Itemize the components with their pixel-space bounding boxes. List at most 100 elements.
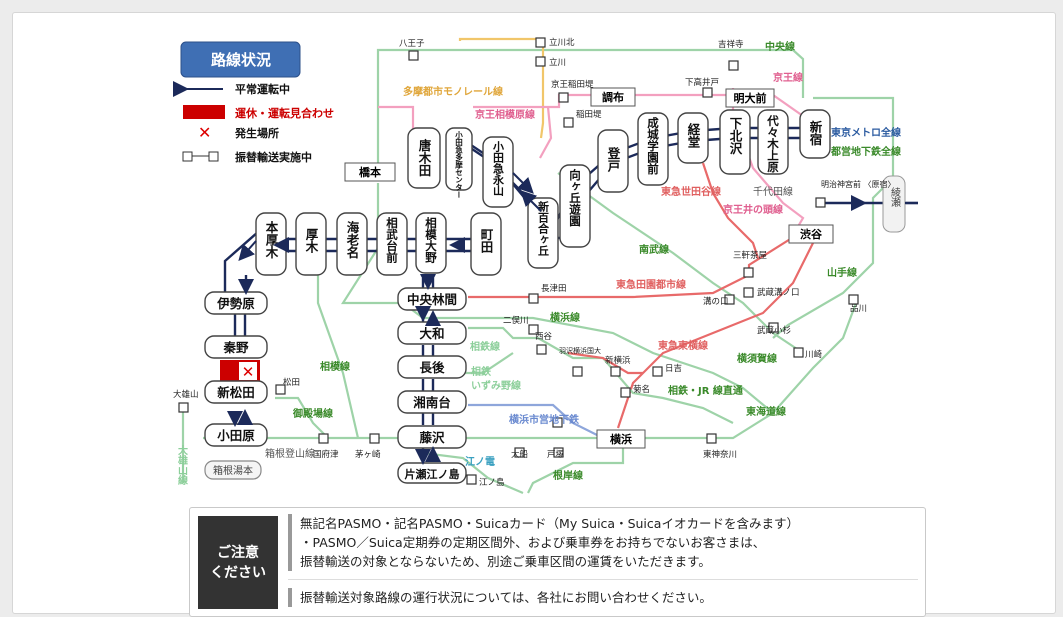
svg-text:成城学園前: 成城学園前 (646, 116, 660, 175)
station-hakoneyumoto[interactable]: 箱根湯本 (204, 460, 262, 480)
svg-text:東急東横線: 東急東横線 (658, 339, 708, 352)
svg-text:町田: 町田 (479, 228, 494, 254)
station-katasenoshima[interactable]: 片瀬江ノ島 (397, 462, 467, 484)
svg-text:小田原: 小田原 (216, 428, 255, 443)
notice-badge-line2: ください (210, 564, 266, 581)
svg-text:伊勢原: 伊勢原 (216, 296, 255, 311)
station-yokohama[interactable]: 横浜 (596, 429, 646, 449)
station-odawara[interactable]: 小田原 (204, 423, 268, 447)
station-yamato[interactable]: 大和 (397, 321, 467, 345)
station-shinmatsuda[interactable]: 新松田 (204, 380, 268, 404)
station-mukogaokayuen[interactable]: 向ヶ丘遊園 (559, 164, 591, 248)
incident-x-icon: ✕ (198, 123, 211, 142)
station-shinjuku[interactable]: 新宿 (799, 109, 831, 159)
notice-text: 無記名PASMO・記名PASMO・Suicaカード（My Suica・Suica… (288, 514, 926, 571)
legend-normal: 平常運転中 (173, 81, 290, 97)
svg-text:横須賀線: 横須賀線 (737, 352, 777, 365)
station-atsugi[interactable]: 厚木 (295, 212, 327, 276)
svg-text:京王井の頭線: 京王井の頭線 (723, 203, 783, 216)
svg-text:八王子: 八王子 (399, 39, 425, 49)
svg-text:根岸線: 根岸線 (553, 469, 583, 482)
station-machida[interactable]: 町田 (470, 212, 502, 276)
svg-text:向ヶ丘遊園: 向ヶ丘遊園 (568, 168, 582, 227)
svg-text:東急田園都市線: 東急田園都市線 (616, 278, 686, 291)
direction-arrows (227, 172, 867, 465)
station-noborito[interactable]: 登戸 (597, 129, 629, 193)
station-kyodo[interactable]: 経堂 (677, 112, 709, 164)
svg-text:日吉: 日吉 (665, 364, 682, 374)
station-odakyunagayama[interactable]: 小田急永山 (482, 136, 514, 208)
svg-text:下北沢: 下北沢 (728, 117, 743, 155)
notice-line-1: 無記名PASMO・記名PASMO・Suicaカード（My Suica・Suica… (300, 516, 799, 531)
odakyu-stations: 新宿 代々木上原 下北沢 経堂 成城学園前 登戸 向ヶ丘遊園 新百合ヶ丘 (204, 109, 831, 484)
svg-text:箱根湯本: 箱根湯本 (213, 464, 253, 477)
svg-text:東急世田谷線: 東急世田谷線 (661, 185, 721, 198)
other-lines (181, 37, 918, 495)
station-ebina[interactable]: 海老名 (336, 212, 368, 276)
notice-line-3: 振替輸送の対象とならないため、別途ご乗車区間の運賃をいただきます。 (300, 554, 711, 569)
svg-text:菊名: 菊名 (633, 384, 650, 395)
suspended-marker: ✕ (220, 360, 260, 382)
svg-text:登戸: 登戸 (606, 146, 621, 173)
line-labels: 中央線 京王線 多摩都市モノレール線 京王相模原線 東京メトロ全線 都営地下鉄全… (176, 40, 902, 486)
station-shinyurigaoka[interactable]: 新百合ヶ丘 (527, 197, 559, 269)
svg-text:都営地下鉄全線: 都営地下鉄全線 (830, 145, 901, 158)
boxed-stations: 調布 明大前 橋本 渋谷 横浜 綾瀬 (344, 87, 918, 449)
station-shonandai[interactable]: 湘南台 (397, 390, 467, 414)
svg-text:藤沢: 藤沢 (418, 430, 445, 445)
svg-text:西谷: 西谷 (535, 332, 553, 342)
station-hashimoto[interactable]: 橋本 (344, 162, 396, 182)
station-sobudaimae[interactable]: 相武台前 (376, 212, 408, 276)
legend-title-box (180, 41, 301, 78)
svg-text:新百合ヶ丘: 新百合ヶ丘 (537, 200, 550, 256)
notice-badge-line1: ご注意 (217, 544, 259, 561)
station-yoyogiuehara[interactable]: 代々木上原 (757, 109, 789, 175)
svg-text:調布: 調布 (602, 90, 624, 104)
svg-text:綾瀬: 綾瀬 (889, 186, 901, 208)
svg-text:京王線: 京王線 (773, 71, 803, 84)
station-tamacenter[interactable]: 小田急多摩センター (445, 127, 473, 199)
legend-transfer: 振替輸送実施中 (182, 150, 312, 164)
station-shimokitazawa[interactable]: 下北沢 (719, 109, 751, 175)
svg-text:国府津: 国府津 (313, 449, 339, 460)
svg-text:唐木田: 唐木田 (417, 138, 432, 177)
svg-text:横浜: 横浜 (610, 432, 632, 446)
station-ayase[interactable]: 綾瀬 (882, 175, 906, 233)
station-fujisawa[interactable]: 藤沢 (397, 425, 467, 449)
svg-text:振替輸送実施中: 振替輸送実施中 (235, 150, 312, 164)
legend-incident: ✕ 発生場所 (198, 123, 279, 142)
station-meidaimae[interactable]: 明大前 (725, 88, 775, 108)
station-seijogakuenmae[interactable]: 成城学園前 (637, 112, 669, 186)
svg-text:箱根登山線: 箱根登山線 (265, 447, 315, 460)
station-chofu[interactable]: 調布 (590, 87, 636, 107)
svg-text:相模線: 相模線 (320, 360, 350, 373)
svg-text:発生場所: 発生場所 (234, 126, 279, 140)
route-status-card: 路線状況 平常運転中 運休・運転見合わせ ✕ 発生場所 振替輸送実施中 新宿 代… (12, 12, 1056, 617)
svg-text:相模大野: 相模大野 (424, 216, 438, 264)
station-sagamiono[interactable]: 相模大野 (415, 212, 447, 274)
svg-text:千代田線: 千代田線 (753, 185, 793, 198)
svg-text:横浜線: 横浜線 (550, 311, 580, 324)
svg-text:海老名: 海老名 (345, 220, 360, 259)
station-shibuya[interactable]: 渋谷 (788, 224, 834, 244)
notice-text-2: 振替輸送対象路線の運行状況については、各社にお問い合わせください。 (288, 588, 926, 607)
station-chogo[interactable]: 長後 (397, 355, 467, 379)
station-karakida[interactable]: 唐木田 (407, 127, 441, 189)
svg-text:茅ヶ崎: 茅ヶ崎 (355, 449, 381, 460)
svg-text:稲田堤: 稲田堤 (576, 109, 602, 120)
svg-text:明大前: 明大前 (734, 91, 767, 105)
svg-text:羽沢横浜国大: 羽沢横浜国大 (559, 346, 601, 355)
svg-text:東京メトロ全線: 東京メトロ全線 (831, 126, 901, 139)
svg-text:京王相模原線: 京王相模原線 (475, 108, 535, 121)
svg-text:山手線: 山手線 (827, 266, 857, 279)
svg-text:京王稲田堤: 京王稲田堤 (551, 79, 594, 90)
notice-divider (288, 579, 918, 580)
svg-text:橋本: 橋本 (359, 165, 381, 179)
svg-text:いずみ野線: いずみ野線 (471, 379, 521, 392)
svg-text:二俣川: 二俣川 (503, 315, 529, 326)
station-isehara[interactable]: 伊勢原 (204, 291, 268, 315)
station-hadano[interactable]: 秦野 (204, 335, 268, 359)
station-chuorinkan[interactable]: 中央林間 (397, 287, 467, 311)
svg-text:相鉄線: 相鉄線 (470, 340, 500, 353)
svg-text:本厚木: 本厚木 (264, 220, 279, 259)
